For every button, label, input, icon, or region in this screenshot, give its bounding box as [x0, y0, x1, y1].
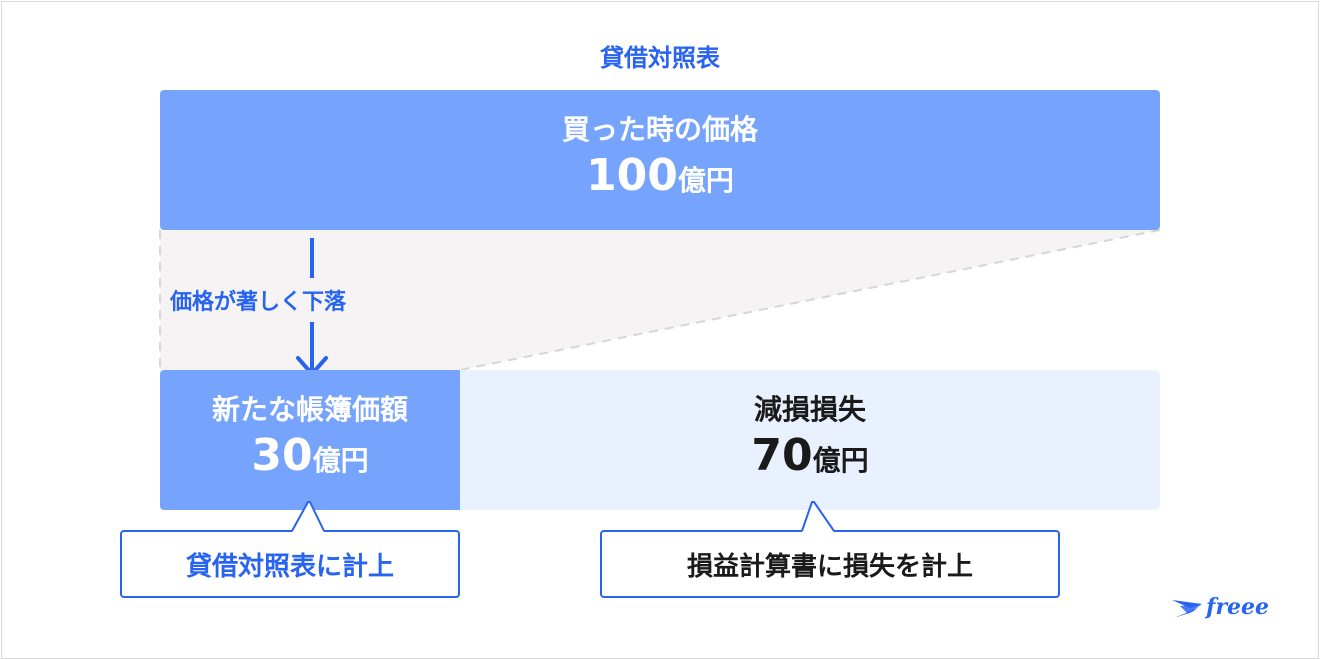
- impairment-loss-unit: 億円: [812, 443, 869, 477]
- price-drop-label: 価格が著しく下落: [170, 290, 347, 315]
- projection-diagonal-line: [459, 229, 1161, 371]
- balance-sheet-callout-tail: [291, 501, 325, 532]
- freee-logo: freee: [1172, 594, 1269, 620]
- diagram-title: 貸借対照表: [600, 44, 720, 72]
- new-book-value-unit: 億円: [312, 443, 369, 477]
- original-price-unit: 億円: [677, 163, 734, 197]
- projection-area: [160, 230, 1160, 370]
- impairment-loss-number: 70: [751, 429, 813, 481]
- bird-icon: [1172, 600, 1202, 618]
- balance-sheet-callout: 貸借対照表に計上: [120, 530, 460, 598]
- impairment-loss-amount: 70億円: [751, 430, 868, 491]
- new-book-value-box: 新たな帳簿価額 30億円: [160, 370, 460, 510]
- income-statement-callout-tail: [801, 501, 835, 532]
- original-price-number: 100: [586, 149, 678, 201]
- new-book-value-number: 30: [251, 429, 313, 481]
- original-price-box: 買った時の価格 100億円: [160, 90, 1160, 230]
- original-price-label: 買った時の価格: [561, 112, 758, 146]
- new-book-value-amount: 30億円: [251, 430, 368, 491]
- income-statement-callout: 損益計算書に損失を計上: [600, 530, 1060, 598]
- impairment-loss-box: 減損損失 70億円: [460, 370, 1160, 510]
- new-book-value-label: 新たな帳簿価額: [211, 392, 408, 426]
- original-price-amount: 100億円: [586, 150, 734, 211]
- impairment-loss-label: 減損損失: [753, 392, 866, 426]
- logo-text: freee: [1204, 594, 1269, 620]
